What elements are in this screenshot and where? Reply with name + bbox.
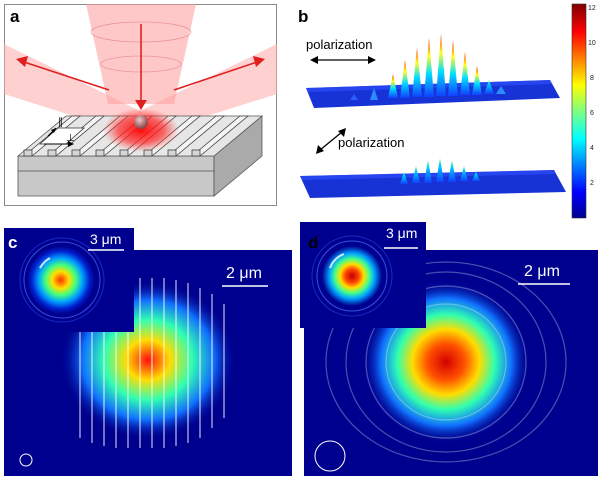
panel-d-label: d (308, 233, 319, 252)
panel-a-label: a (10, 7, 20, 26)
laser-beam-right (138, 44, 277, 132)
panel-c-field-map (4, 228, 292, 476)
panel-c: c 3 μm 2 μm (0, 228, 296, 478)
panel-b: b polarization polarization 12 10 8 6 4 … (290, 0, 600, 220)
panel-d: d 3 μm 2 μm (300, 222, 600, 478)
colorbar (571, 3, 587, 219)
colorbar-tick: 10 (588, 40, 596, 47)
panel-c-label: c (8, 233, 18, 252)
bead (134, 115, 148, 129)
panel-a-illustration (4, 4, 277, 206)
colorbar-tick: 6 (590, 110, 594, 117)
inset-c-scale: 3 μm (90, 231, 122, 247)
perpendicular-label: ⊥ (66, 133, 75, 144)
panel-b-label: b (298, 7, 309, 26)
colorbar-tick: 4 (590, 145, 594, 152)
fringes (79, 278, 225, 448)
colorbar-tick: 12 (588, 5, 596, 12)
panel-d-field-map (300, 222, 598, 476)
panel-a: a ∥ ⊥ (4, 4, 277, 206)
colorbar-tick: 2 (590, 180, 594, 187)
fringes (325, 261, 567, 463)
bottom-polarization-label: polarization (338, 135, 405, 150)
colorbar-tick: 8 (590, 75, 594, 82)
main-d-scale: 2 μm (524, 263, 560, 280)
focus-spot (103, 108, 179, 152)
main-c-scale: 2 μm (226, 265, 262, 282)
inset-d-scale: 3 μm (386, 225, 418, 241)
bottom-field-peaks (400, 158, 480, 184)
top-polarization-label: polarization (306, 37, 373, 52)
bead-marker (314, 440, 346, 472)
panel-b-field-plots (300, 3, 587, 219)
top-field-peaks (350, 34, 506, 100)
bead-marker (19, 453, 33, 467)
parallel-label: ∥ (58, 117, 63, 128)
